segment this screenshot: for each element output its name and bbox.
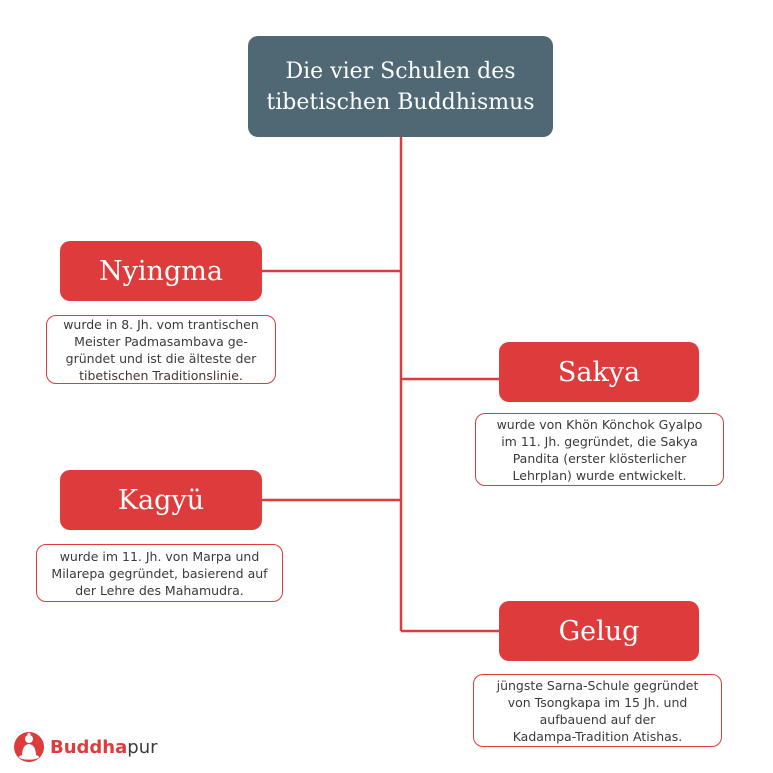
buddha-silhouette-icon [14, 732, 44, 762]
description-sakya: wurde von Khön Könchok Gyalpo im 11. Jh.… [475, 413, 724, 486]
logo-wordmark: Buddhapur [50, 737, 158, 758]
description-kagyu: wurde im 11. Jh. von Marpa und Milarepa … [36, 544, 283, 602]
description-line: wurde in 8. Jh. vom trantischen [63, 316, 259, 332]
description-line: aufbauend auf der [539, 711, 656, 727]
description-line: der Lehre des Mahamudra. [75, 582, 244, 598]
description-nyingma: wurde in 8. Jh. vom trantischen Meister … [46, 315, 276, 384]
description-line: wurde im 11. Jh. von Marpa und [59, 548, 260, 564]
school-name: Nyingma [99, 255, 223, 287]
description-line: Lehrplan) wurde entwickelt. [512, 467, 687, 483]
description-line: wurde von Khön Könchok Gyalpo [496, 416, 703, 432]
diagram-title: Die vier Schulen des tibetischen Buddhis… [248, 36, 553, 137]
description-line: im 11. Jh. gegründet, die Sakya [501, 433, 698, 449]
buddhapur-logo: Buddhapur [14, 730, 158, 764]
description-line: Kadampa-Tradition Atishas. [512, 728, 683, 744]
school-gelug: Gelug [499, 601, 699, 661]
description-line: Meister Padmasambava ge- [74, 333, 248, 349]
description-gelug: jüngste Sarna-Schule gegründet von Tsong… [473, 674, 722, 747]
description-line: gründet und ist die älteste der [65, 350, 257, 366]
school-name: Sakya [557, 356, 641, 388]
title-line-1: Die vier Schulen des [285, 58, 516, 84]
description-line: von Tsongkapa im 15 Jh. und [507, 694, 688, 710]
logo-suffix: pur [127, 736, 158, 758]
school-kagyu: Kagyü [60, 470, 262, 530]
school-name: Gelug [558, 615, 640, 647]
description-line: Milarepa gegründet, basierend auf [51, 565, 268, 581]
description-line: tibetischen Traditionslinie. [79, 367, 243, 383]
school-sakya: Sakya [499, 342, 699, 402]
description-line: Pandita (erster klösterlicher [512, 450, 687, 466]
title-line-2: tibetischen Buddhismus [266, 89, 535, 115]
logo-brand: Buddha [50, 736, 128, 758]
description-line: jüngste Sarna-Schule gegründet [496, 677, 699, 693]
school-nyingma: Nyingma [60, 241, 262, 301]
school-name: Kagyü [117, 484, 205, 516]
